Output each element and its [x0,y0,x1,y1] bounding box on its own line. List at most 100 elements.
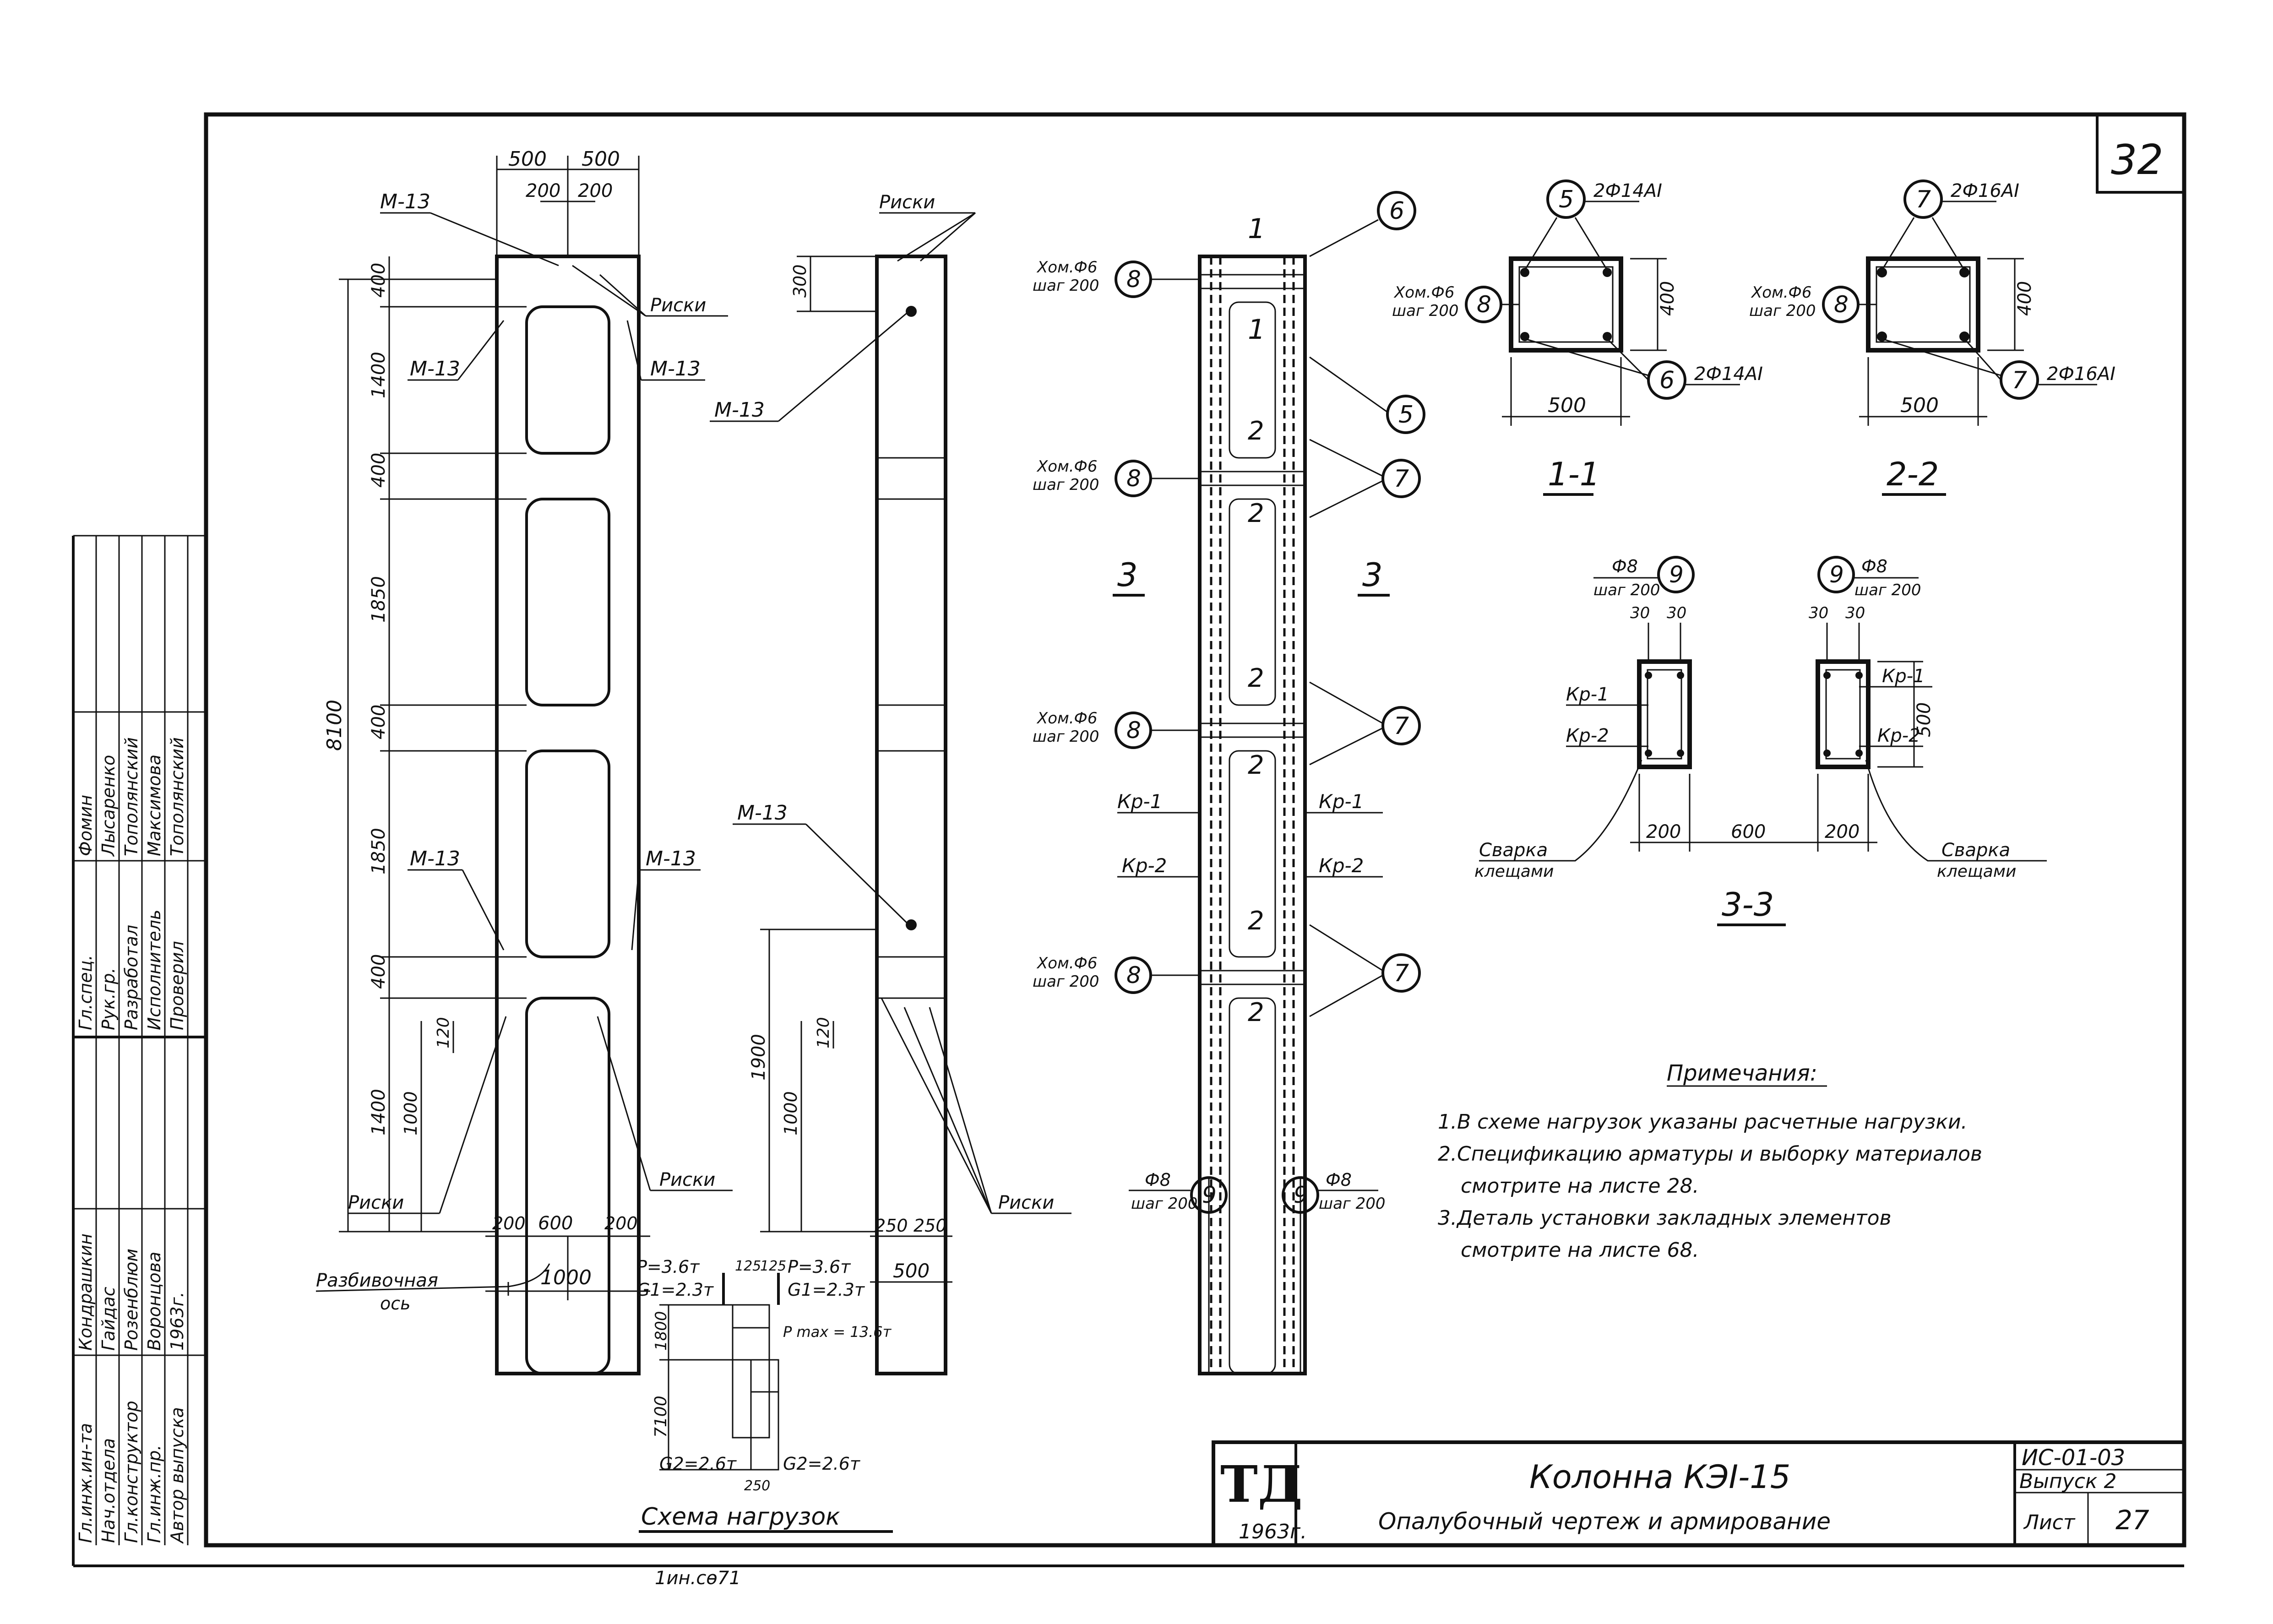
s2-callout-7-bottom: 7 [2012,367,2027,394]
issue: Выпуск 2 [2019,1470,2116,1493]
side-dim-1900: 1900 [748,1034,769,1081]
s3-kr2-right: Кр-2 [1877,725,1920,746]
m13-left-lower: M-13 [410,847,460,870]
stamp-name-5: Лысаренко [98,755,119,857]
riski-top-label: Риски [650,295,706,316]
s2-hom-2: шаг 200 [1749,302,1816,320]
hom-d-1: Хом.Ф6 [1036,954,1097,972]
drawing-name: Колонна КЭI-15 [1529,1458,1790,1496]
s3-cover-0: 30 [1630,604,1650,622]
m13-left-upper: M-13 [410,357,460,380]
s3-height: 500 [1914,702,1935,737]
sheet-number-box [2096,113,2186,194]
title-block: ТД 1963г. Колонна КЭI-15 Опалубочный чер… [1212,1440,2186,1547]
s3-weld-right-2: клещами [1937,862,2016,881]
notes-block: Примечания: 1.В схеме нагрузок указаны р… [1438,1060,1982,1262]
dim-left-3: 1850 [368,576,389,623]
cut-2-2: 2 [1248,663,1264,693]
opening-1 [525,305,610,455]
riski-bottom-left: Риски [348,1192,404,1213]
load-g2-right: G2=2.6т [783,1454,861,1474]
s1-hom-1: Хом.Ф6 [1393,283,1454,302]
stamp-name-4: Фомин [76,795,96,856]
s2-hom-1: Хом.Ф6 [1751,283,1811,302]
stamp-name-8: Тополянский [167,737,187,856]
dim-total-height: 8100 [323,700,346,751]
formwork-front-view: 500 500 200 200 400 1400 400 1850 400 18… [315,147,733,1375]
logo-year: 1963г. [1239,1520,1307,1543]
s3-callout-9-left: 9 [1669,561,1684,588]
hom-a-1: Хом.Ф6 [1036,258,1097,277]
dim-left-4: 400 [368,705,389,739]
s1-callout-6: 6 [1659,367,1675,394]
s2-callout-8: 8 [1834,291,1849,318]
phi8-right: Ф8 [1326,1170,1352,1190]
s3-kr1-left: Кр-1 [1566,684,1609,705]
dim-left-0: 400 [368,263,389,298]
dim-bottom-width: 1000 [540,1266,592,1289]
callout-6: 6 [1389,197,1404,225]
load-dim-bottom: 250 [744,1478,770,1494]
dim-left-7: 1400 [368,1089,389,1135]
load-g2-left: G2=2.6т [659,1454,737,1474]
s1-callout-8: 8 [1477,291,1491,318]
cut-2-0: 2 [1248,416,1264,446]
cut-2-3: 2 [1248,750,1264,780]
sheet-frame [204,112,2186,1548]
s3-cover-3: 30 [1845,604,1865,622]
s3-cover-1: 30 [1667,604,1686,622]
stamp-year: 1963г. [167,1292,187,1351]
s1-bottom-bars: 2Ф14АI [1694,364,1763,385]
stamp-name-3: Воронцова [144,1252,164,1351]
hom-a-2: шаг 200 [1033,277,1099,295]
section-1-1: 5 2Ф14АI 6 2Ф14АI 8 Хом.Ф6 шаг 200 400 5… [1392,179,1763,496]
hom-c-2: шаг 200 [1033,728,1099,746]
s3-kr2-left: Кр-2 [1566,725,1609,746]
dim-low-120: 120 [434,1017,453,1048]
hom-d-2: шаг 200 [1033,972,1099,991]
side-dim-120: 120 [814,1017,833,1048]
section-3-3: 9 Ф8 шаг 200 9 Ф8 шаг 200 30 30 30 30 Кр… [1474,556,2047,926]
s1-callout-5: 5 [1559,186,1574,213]
column-outline [495,255,641,1375]
note-3b: смотрите на листе 68. [1461,1238,1699,1262]
stamp-name-7: Максимова [144,755,164,856]
s2-bottom-bars: 2Ф16АI [2047,364,2115,385]
reinforcement-view: 1 1 2 2 2 2 2 2 3 3 6 5 7 7 7 8 [1033,191,1425,1375]
dim-bottom-0: 200 [492,1213,526,1233]
stamp-role-4: Автор выпуска [167,1407,187,1544]
stamp-role-8: Исполнитель [144,910,164,1030]
hom-c-1: Хом.Ф6 [1036,709,1097,728]
shag-right: шаг 200 [1319,1195,1386,1213]
note-2: 2.Спецификацию арматуры и выборку матери… [1438,1142,1982,1166]
sheet-label: Лист [2023,1511,2076,1534]
s1-height: 400 [1657,281,1678,316]
dim-top-inner-right: 200 [578,180,613,201]
stamp-name-2: Розенблюм [121,1249,141,1351]
stamp-role-3: Гл.инж.пр. [144,1445,164,1543]
dim-bottom-1: 600 [538,1213,573,1234]
stamp-role-2: Гл.конструктор [121,1401,141,1543]
cut-2-1: 2 [1248,499,1264,528]
s1-width: 500 [1548,394,1586,417]
s2-title: 2-2 [1887,456,1939,493]
s2-width: 500 [1900,394,1939,417]
opening-3 [525,750,610,958]
s3-shag-right: шаг 200 [1854,581,1921,599]
s3-dim-1: 600 [1731,821,1766,842]
note-3: 3.Деталь установки закладных элементов [1438,1206,1892,1230]
dim-low-1000: 1000 [401,1091,421,1135]
cut-3-right: 3 [1362,556,1383,594]
side-width-bottom: 500 [893,1260,930,1282]
load-g-left: G1=2.3т [636,1280,714,1300]
kr2-right: Кр-2 [1319,854,1364,877]
s3-phi-left: Ф8 [1612,556,1638,576]
notes-title: Примечания: [1667,1060,1817,1086]
callout-7-a: 7 [1394,465,1409,493]
dim-left-2: 400 [368,453,389,488]
callout-5: 5 [1398,401,1414,429]
dim-left-5: 1850 [368,828,389,874]
s3-phi-right: Ф8 [1861,556,1887,576]
s2-height: 400 [2014,281,2035,316]
side-riski-top: Риски [879,192,935,213]
